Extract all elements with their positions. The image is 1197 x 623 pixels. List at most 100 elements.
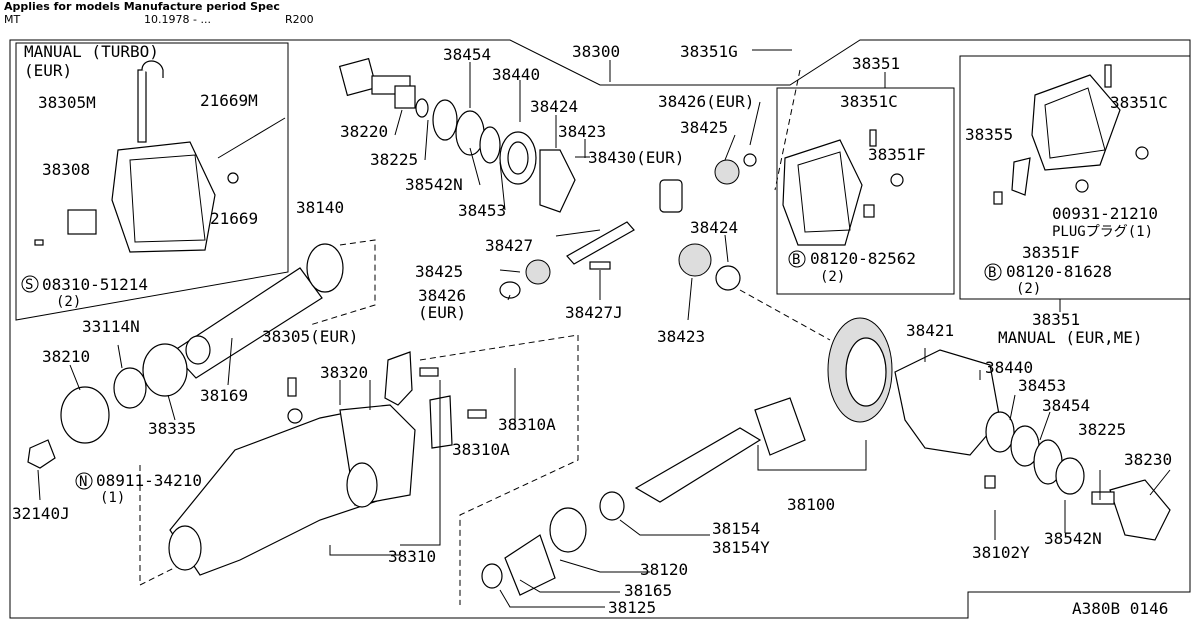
leaders-pinion-bottom bbox=[499, 519, 710, 608]
leader-38100 bbox=[757, 440, 867, 471]
label-38351F-mid: 38351F bbox=[868, 145, 926, 164]
label-38225-right: 38225 bbox=[1078, 420, 1126, 439]
label-38310A-1: 38310A bbox=[498, 415, 556, 434]
guide-housing-right bbox=[419, 334, 579, 605]
marker-n: N bbox=[75, 472, 93, 490]
label-38351: 38351 bbox=[852, 54, 900, 73]
leaders-right-bottom bbox=[994, 469, 1171, 540]
label-08310-qty: (2) bbox=[56, 294, 81, 310]
label-38308: 38308 bbox=[42, 160, 90, 179]
label-38169: 38169 bbox=[200, 386, 248, 405]
label-38335: 38335 bbox=[148, 419, 196, 438]
label-38427: 38427 bbox=[485, 236, 533, 255]
label-38165: 38165 bbox=[624, 581, 672, 600]
marker-b-right-letter: B bbox=[988, 265, 996, 281]
label-38225-top: 38225 bbox=[370, 150, 418, 169]
marker-n-letter: N bbox=[79, 474, 87, 490]
label-08120-81628: 08120-81628 bbox=[1006, 262, 1112, 281]
label-38351G: 38351G bbox=[680, 42, 738, 61]
right-cover-part bbox=[993, 64, 1149, 205]
label-38154: 38154 bbox=[712, 519, 760, 538]
middle-cover-part bbox=[782, 129, 904, 246]
manual-eur-me-box bbox=[959, 55, 1191, 300]
leaders-housing bbox=[329, 368, 516, 556]
diagram-code: A380B 0146 bbox=[1072, 599, 1168, 618]
guide-38140 bbox=[309, 239, 376, 326]
label-38120: 38120 bbox=[640, 560, 688, 579]
label-38230: 38230 bbox=[1124, 450, 1172, 469]
label-38454-right: 38454 bbox=[1042, 396, 1090, 415]
bearing-set-top-part bbox=[415, 98, 576, 213]
header-title: Applies for models Manufacture period Sp… bbox=[4, 0, 280, 13]
label-38320: 38320 bbox=[320, 363, 368, 382]
marker-s: S bbox=[21, 275, 39, 293]
label-38210: 38210 bbox=[42, 347, 90, 366]
extension-tube-part bbox=[27, 243, 344, 469]
label-38125: 38125 bbox=[608, 598, 656, 617]
label-plug: PLUGプラグ(1) bbox=[1052, 224, 1153, 240]
turbo-cover-part bbox=[34, 60, 286, 253]
label-manual-eur-me: MANUAL (EUR,ME) bbox=[998, 328, 1143, 347]
leaders-pinion-mate bbox=[724, 101, 761, 161]
label-38440-top: 38440 bbox=[492, 65, 540, 84]
label-08310-51214: 08310-51214 bbox=[42, 275, 148, 294]
leaders-right-mid bbox=[924, 348, 1051, 441]
label-38453-top: 38453 bbox=[458, 201, 506, 220]
ring-gear-part bbox=[827, 317, 1171, 541]
label-38423-top: 38423 bbox=[558, 122, 606, 141]
label-08120-82562-qty: (2) bbox=[820, 269, 845, 285]
label-38140: 38140 bbox=[296, 198, 344, 217]
label-38100: 38100 bbox=[787, 495, 835, 514]
label-38423-mid: 38423 bbox=[657, 327, 705, 346]
side-flange-38220-part bbox=[338, 57, 416, 109]
label-38453-right: 38453 bbox=[1018, 376, 1066, 395]
guide-plug bbox=[774, 69, 801, 191]
label-38421: 38421 bbox=[906, 321, 954, 340]
label-38454-top: 38454 bbox=[443, 45, 491, 64]
leaders-top-left bbox=[394, 109, 506, 211]
diagram-frame bbox=[9, 39, 1191, 619]
label-08911-34210: 08911-34210 bbox=[96, 471, 202, 490]
marker-b-mid: B bbox=[788, 250, 806, 268]
marker-b-right: B bbox=[984, 263, 1002, 281]
cover-inset-box bbox=[776, 87, 955, 295]
label-38426-eur: 38426(EUR) bbox=[658, 92, 754, 111]
label-38424-mid: 38424 bbox=[690, 218, 738, 237]
turbo-box-title: MANUAL (TURBO) bbox=[24, 42, 159, 61]
label-38310A-2: 38310A bbox=[452, 440, 510, 459]
label-38220: 38220 bbox=[340, 122, 388, 141]
label-38300: 38300 bbox=[572, 42, 620, 61]
label-21669M: 21669M bbox=[200, 91, 258, 110]
header: Applies for models Manufacture period Sp… bbox=[4, 0, 314, 26]
label-38351C-right: 38351C bbox=[1110, 93, 1168, 112]
label-38310: 38310 bbox=[388, 547, 436, 566]
label-38542N-top: 38542N bbox=[405, 175, 463, 194]
guide-gear bbox=[739, 289, 831, 341]
drive-pinion-part bbox=[481, 397, 806, 596]
pinion-mate-part bbox=[659, 153, 757, 213]
label-32140J: 32140J bbox=[12, 504, 70, 523]
label-38355: 38355 bbox=[965, 125, 1013, 144]
header-model: MT bbox=[4, 13, 21, 26]
header-period: 10.1978 - ... bbox=[144, 13, 211, 26]
label-38426: 38426 bbox=[418, 286, 466, 305]
label-08120-82562: 08120-82562 bbox=[810, 249, 916, 268]
label-38426-eur-qual: (EUR) bbox=[418, 303, 466, 322]
marker-s-letter: S bbox=[25, 277, 33, 293]
leaders-left bbox=[37, 337, 233, 501]
label-38305M: 38305M bbox=[38, 93, 96, 112]
marker-b-mid-letter: B bbox=[792, 252, 800, 268]
label-38542N-right: 38542N bbox=[1044, 529, 1102, 548]
label-38430: 38430(EUR) bbox=[588, 148, 684, 167]
label-38305-eur: 38305(EUR) bbox=[262, 327, 358, 346]
leaders-mid bbox=[499, 229, 729, 321]
label-38351C-mid: 38351C bbox=[840, 92, 898, 111]
label-38425-mid: 38425 bbox=[415, 262, 463, 281]
header-spec: R200 bbox=[285, 13, 314, 26]
label-00931-21210: 00931-21210 bbox=[1052, 204, 1158, 223]
label-08911-qty: (1) bbox=[100, 490, 125, 506]
label-38102Y: 38102Y bbox=[972, 543, 1030, 562]
turbo-inset-box bbox=[15, 42, 289, 321]
label-33114N: 33114N bbox=[82, 317, 140, 336]
